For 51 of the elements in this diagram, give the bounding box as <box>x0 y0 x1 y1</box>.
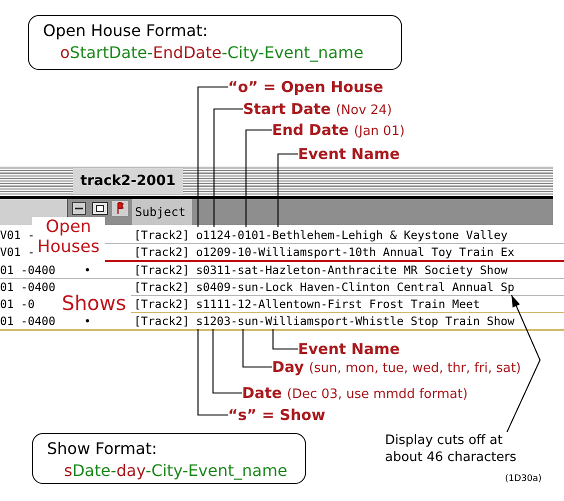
note-text: Display cuts off at about 46 characters <box>385 432 521 466</box>
leader-line <box>272 329 298 350</box>
annotation-label: “o” = Open House <box>228 78 384 96</box>
format-heading: Show Format: <box>47 438 158 460</box>
format-heading: Open House Format: <box>43 20 208 42</box>
format-pattern: oStartDate-EndDate-City-Event_name <box>60 42 364 64</box>
format-pattern: sDate-day-City-Event_name <box>64 460 288 482</box>
subject-text: s1111-12-Allentown-First Frost Train Meet <box>196 296 480 312</box>
leader-line <box>242 329 272 368</box>
mailbox-tag: [Track2] <box>134 279 190 295</box>
leader-line <box>213 108 243 227</box>
annotation-label: “s” = Show <box>228 406 326 424</box>
mailbox-tag: [Track2] <box>134 227 190 243</box>
subject-text: s1203-sun-Williamsport-Whistle Stop Train Show <box>196 313 514 329</box>
arrow <box>506 294 541 432</box>
annotation-label: End Date <box>272 121 349 139</box>
date-text: 01 -0400 <box>0 313 56 329</box>
column-header: Subject <box>132 199 192 225</box>
leader-line <box>197 329 228 416</box>
annotation-label: Event Name <box>298 340 400 358</box>
leader-line <box>245 129 272 227</box>
date-text: 01 -0400 <box>0 279 56 295</box>
format-box <box>32 433 306 484</box>
date-text: 01 -0400 <box>0 262 56 278</box>
leader-line <box>197 86 228 227</box>
date-text: 01 -0 <box>0 296 35 312</box>
leader-line <box>277 153 298 227</box>
subject-text: s0409-sun-Lock Haven-Clinton Central Annual Sp <box>196 279 514 295</box>
figure-code: (1D30a) <box>505 474 542 485</box>
subject-text: o1124-0101-Bethlehem-Lehigh & Keystone Valley <box>196 227 508 243</box>
subject-text: s0311-sat-Hazleton-Anthracite MR Society Show <box>196 262 508 278</box>
mailbox-tag: [Track2] <box>134 262 190 278</box>
bullet-mark: • <box>84 313 91 329</box>
annotation-note: (sun, mon, tue, wed, thr, fri, sat) <box>308 361 521 376</box>
annotation-label: Event Name <box>298 145 400 163</box>
format-box <box>28 15 402 70</box>
annotation-label: Start Date <box>243 100 331 118</box>
window-title: track2-2001 <box>73 168 183 194</box>
annotation-note: (Nov 24) <box>336 103 392 118</box>
annotation-label: Date <box>242 384 282 402</box>
bullet-mark: • <box>84 262 91 278</box>
date-text: V01 - <box>0 227 35 243</box>
leader-line <box>212 329 242 394</box>
annotation-note: (Dec 03, use mmdd format) <box>286 387 468 402</box>
annotation-note: (Jan 01) <box>354 124 405 139</box>
mailbox-tag: [Track2] <box>134 296 190 312</box>
mailbox-tag: [Track2] <box>134 313 190 329</box>
date-text: V01 - <box>0 244 35 260</box>
subject-text: o1209-10-Williamsport-10th Annual Toy Train Ex <box>196 244 514 260</box>
mailbox-tag: [Track2] <box>134 244 190 260</box>
annotation-label: Day <box>272 358 304 376</box>
